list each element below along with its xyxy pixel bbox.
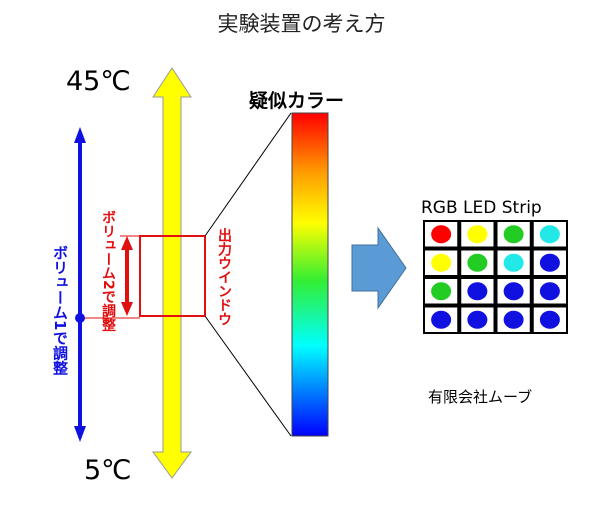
led-light — [467, 253, 488, 272]
volume1-arrow — [74, 127, 86, 442]
volume1-knob — [75, 313, 85, 323]
led-light — [431, 310, 452, 329]
projection-line-top — [204, 112, 292, 237]
temperature-low-label: 5℃ — [84, 455, 132, 486]
led-light — [503, 282, 524, 301]
led-light — [431, 282, 452, 301]
volume2-label: ボリューム2で調整 — [100, 210, 116, 332]
led-strip-label: RGB LED Strip — [421, 198, 542, 218]
temperature-range-arrow — [152, 67, 192, 479]
led-light — [467, 310, 488, 329]
led-light — [467, 282, 488, 301]
led-light — [503, 225, 524, 244]
led-light — [467, 225, 488, 244]
page-title: 実験装置の考え方 — [217, 12, 386, 36]
pseudo-color-label: 疑似カラー — [249, 90, 345, 112]
output-window — [139, 235, 206, 317]
led-light — [431, 253, 452, 272]
led-light — [539, 310, 560, 329]
temperature-high-label: 45℃ — [66, 66, 131, 97]
output-window-label: 出力ウインドウ — [216, 228, 232, 326]
flow-arrow — [351, 226, 407, 310]
led-grid — [425, 222, 566, 332]
led-light — [539, 225, 560, 244]
led-light — [539, 282, 560, 301]
led-light — [503, 310, 524, 329]
led-light — [539, 253, 560, 272]
led-light — [431, 225, 452, 244]
pseudo-color-bar — [291, 112, 329, 437]
company-name: 有限会社ムーブ — [428, 388, 533, 406]
volume2-arrow — [121, 236, 133, 316]
projection-line-bottom — [204, 315, 292, 437]
led-light — [503, 253, 524, 272]
led-strip-panel — [423, 220, 568, 334]
volume1-label: ボリューム1で調整 — [51, 245, 69, 376]
